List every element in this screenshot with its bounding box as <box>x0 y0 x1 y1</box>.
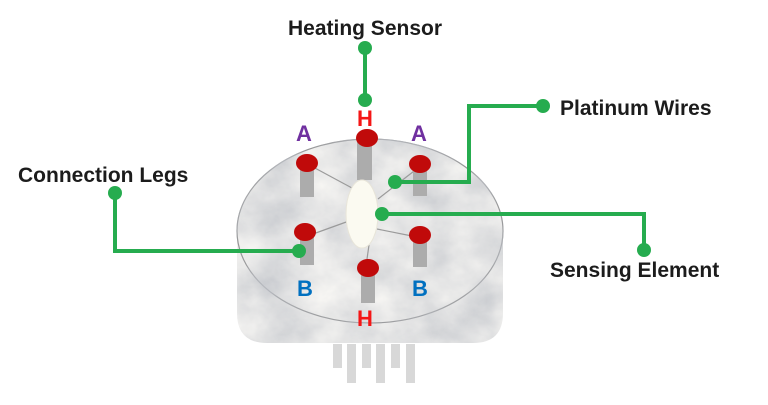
pin-label-h-bottom: H <box>357 306 373 331</box>
connector-dots-group <box>108 41 651 258</box>
connector-dot <box>358 93 372 107</box>
pin-b-right <box>409 226 431 244</box>
platinum-wire <box>312 220 350 235</box>
pin-a-left <box>296 154 318 172</box>
pin-label-b-right: B <box>412 276 428 301</box>
external-pin <box>406 344 415 383</box>
connector-dot <box>375 207 389 221</box>
connector-dot <box>292 244 306 258</box>
callout-labels-group: Heating Sensor Platinum Wires Connection… <box>18 17 719 282</box>
external-pin <box>376 344 385 383</box>
external-pin <box>347 344 356 383</box>
leader-line-platinum-wires <box>397 104 543 184</box>
sensing-element-shape <box>345 179 379 249</box>
connection-leg-h-bottom <box>361 269 375 303</box>
pin-label-h-top: H <box>357 106 373 131</box>
connection-leg-b-right <box>413 237 427 267</box>
connection-leg-h-top <box>357 140 372 180</box>
pin-a-right <box>409 155 431 173</box>
leader-line-connection-legs <box>113 193 299 253</box>
pin-h-bottom <box>357 259 379 277</box>
connection-legs-group <box>300 140 427 303</box>
leader-lines-group <box>113 48 646 253</box>
connector-dot <box>108 186 122 200</box>
connection-legs-label: Connection Legs <box>18 164 188 187</box>
connector-dot <box>388 175 402 189</box>
connector-dot <box>358 41 372 55</box>
external-pin <box>362 344 371 368</box>
connector-dot <box>637 243 651 257</box>
heating-sensor-label: Heating Sensor <box>288 17 442 40</box>
pin-label-b-left: B <box>297 276 313 301</box>
platinum-wire <box>366 244 370 260</box>
pin-letters-group: H A A B B H <box>296 106 428 331</box>
external-pin <box>391 344 400 368</box>
sensing-element-label: Sensing Element <box>550 259 719 282</box>
pin-label-a-left: A <box>296 121 312 146</box>
pin-b-left <box>294 223 316 241</box>
connection-leg-b-left <box>300 234 314 265</box>
pin-h-top <box>356 129 378 147</box>
platinum-wire <box>312 166 353 189</box>
platinum-wires-label: Platinum Wires <box>560 97 712 120</box>
leader-line-sensing-element <box>382 212 646 250</box>
connector-dot <box>536 99 550 113</box>
pin-heads-group <box>294 129 431 277</box>
connection-leg-a-left <box>300 165 314 197</box>
pin-label-a-right: A <box>411 121 427 146</box>
external-pin <box>333 344 342 368</box>
external-pins-group <box>333 344 415 383</box>
